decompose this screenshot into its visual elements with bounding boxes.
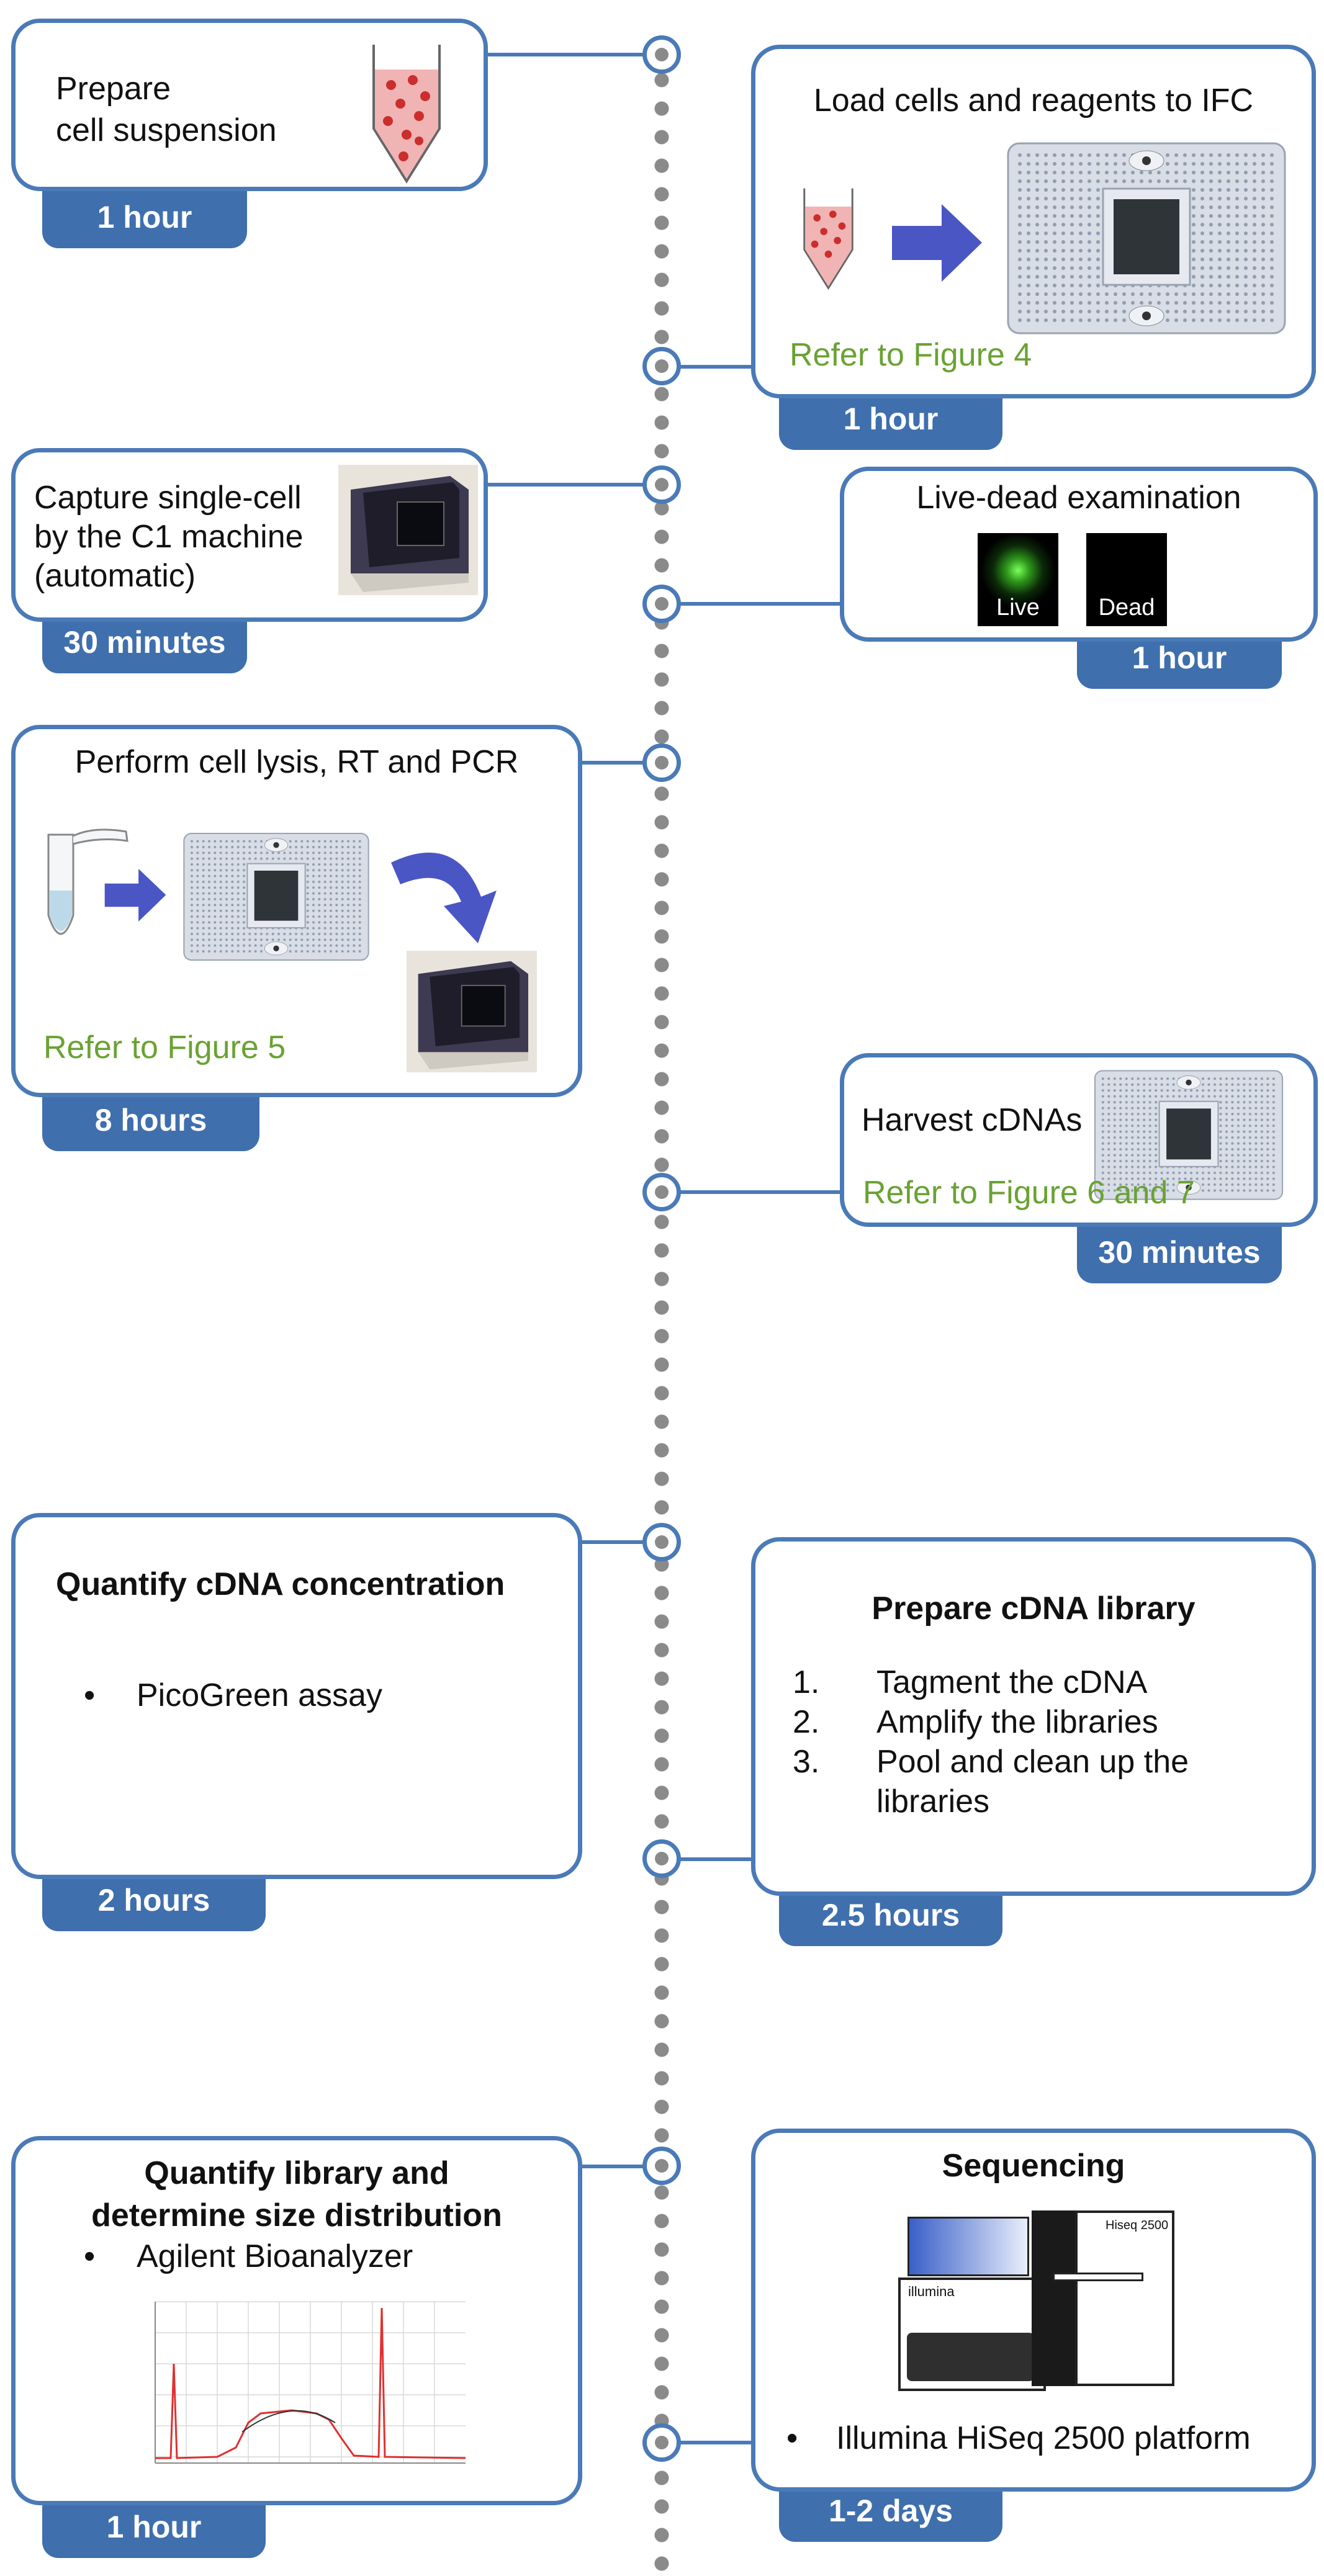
step-title: Perform cell lysis, RT and PCR	[74, 744, 519, 780]
live-label: Live	[996, 595, 1040, 621]
time-badge-prepare: 1 hour	[42, 186, 247, 248]
connector-seq	[663, 2441, 756, 2444]
connector-lysis	[577, 761, 659, 765]
timeline-dots	[654, 37, 670, 2575]
connector-load	[663, 365, 756, 369]
figure-reference: Refer to Figure 5	[43, 1030, 286, 1066]
brand-label: illumina	[908, 2284, 955, 2299]
time-badge-harvest: 30 minutes	[1077, 1221, 1282, 1283]
list-number: 1.	[793, 1664, 820, 1700]
figure-reference: Refer to Figure 4	[790, 337, 1032, 373]
figure-reference: Refer to Figure 6 and 7	[863, 1175, 1195, 1211]
live-cell-image: Live	[978, 533, 1058, 626]
curved-arrow-icon	[391, 852, 497, 943]
microtube-icon	[47, 828, 128, 935]
ifc-chip-icon	[183, 833, 369, 961]
connector-capture	[484, 483, 659, 487]
step-prepare-library: Prepare cDNA library 1. Tagment the cDNA…	[751, 1537, 1316, 1896]
list-item: Pool and clean up the	[876, 1744, 1189, 1780]
connector-prepare	[484, 53, 659, 56]
step-title-line: determine size distribution	[91, 2197, 502, 2233]
tube-with-cells-icon	[372, 45, 441, 184]
timeline-node	[642, 347, 681, 385]
list-number: 2.	[793, 1704, 820, 1740]
list-item-continued: libraries	[876, 1784, 990, 1820]
connector-quantify	[577, 1540, 659, 1544]
step-load-cells: Load cells and reagents to IFC Refer to …	[751, 45, 1316, 398]
step-title: Sequencing	[942, 2148, 1125, 2184]
timeline-node	[642, 1173, 681, 1211]
step-text-line: (automatic)	[34, 558, 196, 594]
timeline-node	[642, 2423, 681, 2462]
step-title-line: Quantify library and	[144, 2155, 449, 2191]
step-sequencing: Sequencing illumina Hiseq 2500 • Illumin…	[751, 2129, 1316, 2492]
arrow-right-icon	[892, 204, 982, 282]
step-text-line: by the C1 machine	[34, 519, 304, 555]
connector-qlib	[577, 2165, 659, 2168]
list-item: PicoGreen assay	[137, 1677, 382, 1713]
sequencer-icon: illumina Hiseq 2500	[898, 2210, 1178, 2391]
bullet: •	[84, 1677, 96, 1713]
time-badge-qlib: 1 hour	[42, 2496, 266, 2558]
step-text-line: cell suspension	[56, 112, 277, 148]
step-prepare-cell-suspension: Prepare cell suspension	[11, 19, 488, 191]
dead-label: Dead	[1098, 595, 1155, 621]
time-badge-quantify: 2 hours	[42, 1869, 266, 1931]
timeline-node	[642, 1839, 681, 1878]
time-badge-lysis: 8 hours	[42, 1089, 259, 1151]
ifc-chip-icon	[1007, 142, 1286, 334]
bullet: •	[84, 2238, 96, 2274]
step-text-line: Capture single-cell	[34, 480, 302, 516]
timeline-node	[642, 1523, 681, 1561]
connector-library	[663, 1857, 756, 1861]
step-title: Load cells and reagents to IFC	[813, 83, 1254, 119]
timeline-node	[642, 2147, 681, 2185]
ifc-chip-icon	[1094, 1070, 1284, 1200]
step-capture-single-cell: Capture single-cell by the C1 machine (a…	[11, 448, 488, 622]
timeline-node	[642, 585, 681, 623]
dead-cell-image: Dead	[1086, 533, 1167, 626]
step-cell-lysis: Perform cell lysis, RT and PCR Refer to …	[11, 725, 582, 1097]
list-item: Agilent Bioanalyzer	[137, 2238, 413, 2274]
list-item: Illumina HiSeq 2500 platform	[836, 2420, 1251, 2456]
list-item: Tagment the cDNA	[876, 1664, 1148, 1700]
list-item: Amplify the libraries	[876, 1704, 1158, 1740]
list-number: 3.	[793, 1744, 820, 1780]
c1-machine-icon	[338, 465, 478, 595]
timeline-node	[642, 465, 681, 504]
step-harvest-cdnas: Harvest cDNAs Refer to Figure 6 and 7	[840, 1053, 1318, 1227]
step-quantify-library: Quantify library and determine size dist…	[11, 2136, 582, 2505]
step-title: Live-dead examination	[916, 480, 1241, 516]
step-title: Quantify cDNA concentration	[56, 1566, 505, 1602]
step-live-dead-examination: Live-dead examination Live Dead	[840, 467, 1318, 642]
bullet: •	[786, 2420, 798, 2456]
arrow-right-icon	[104, 869, 166, 922]
connector-harvest	[663, 1190, 843, 1194]
timeline-node	[642, 743, 681, 782]
tube-with-cells-icon	[803, 188, 853, 290]
machine-label: Hiseq 2500	[1106, 2219, 1169, 2232]
connector-livedead	[663, 602, 843, 606]
step-title: Harvest cDNAs	[862, 1102, 1083, 1138]
step-quantify-cdna: Quantify cDNA concentration • PicoGreen …	[11, 1513, 582, 1879]
step-title: Prepare cDNA library	[871, 1591, 1196, 1627]
bioanalyzer-trace-icon	[155, 2301, 466, 2464]
c1-machine-icon	[407, 951, 537, 1072]
step-text-line: Prepare	[56, 71, 171, 107]
timeline-node	[642, 35, 681, 74]
